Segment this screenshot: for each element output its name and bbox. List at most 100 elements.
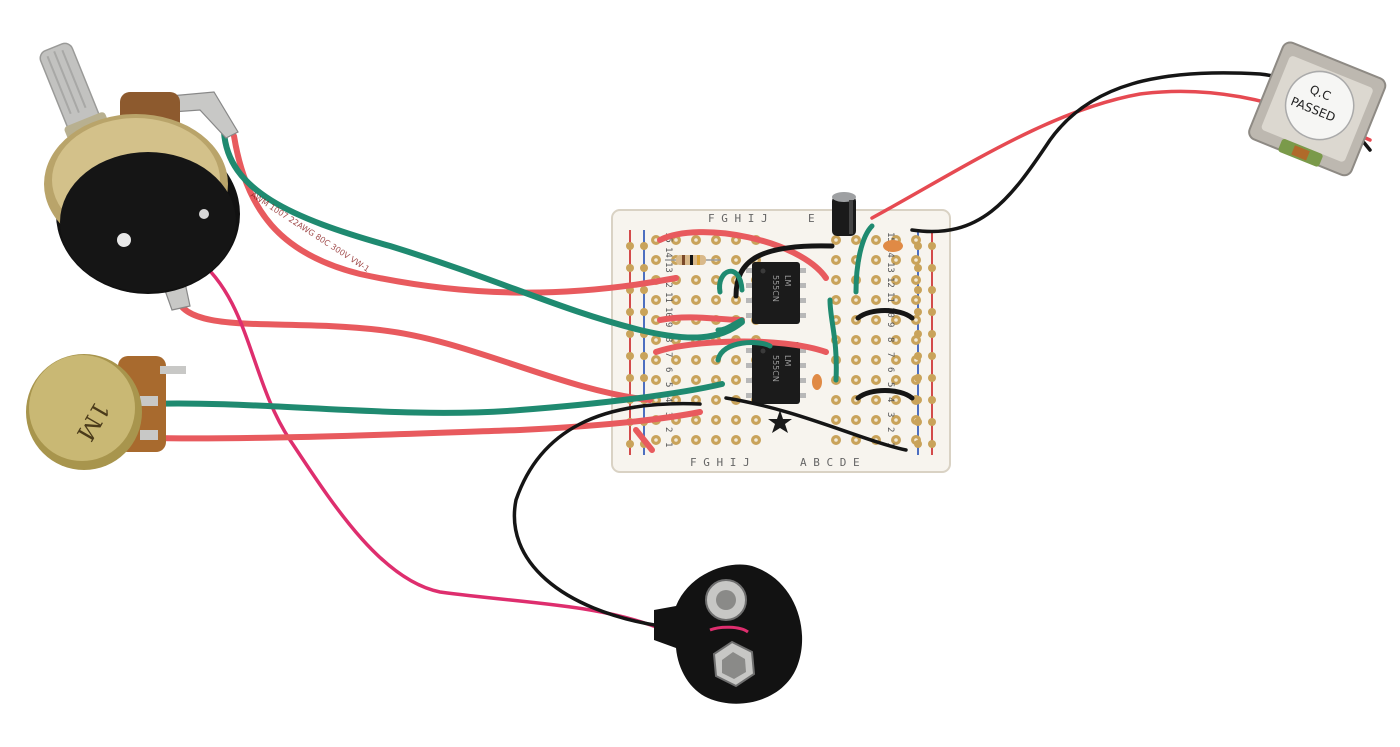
solder-pad-hole [854,238,858,242]
chip-pin [746,268,754,273]
chip-pin [798,393,806,398]
trim-wire-green [143,381,725,416]
rail-pad [640,352,648,360]
column-number: 2 [885,427,895,432]
solder-pad-hole [914,278,918,282]
solder-pad-hole [694,398,698,402]
battery-wire-black [512,401,702,628]
column-number: 5 [885,382,895,387]
solder-pad-hole [734,378,738,382]
solder-pad-hole [894,358,898,362]
rail-pad [914,330,922,338]
solder-pad-hole [714,298,718,302]
solder-pad-hole [654,318,658,322]
solder-pad-hole [754,418,758,422]
column-number: 6 [663,367,673,372]
row-letters-bottom-right: A B C D E [800,456,860,469]
resistor [665,255,720,265]
solder-pad-hole [854,438,858,442]
solder-pad-hole [914,298,918,302]
rail-pad [626,374,634,382]
solder-pad-hole [874,418,878,422]
solder-pad-hole [874,238,878,242]
column-number: 7 [663,352,673,357]
solder-pad-hole [714,438,718,442]
pot-wire-red-2 [173,293,653,403]
solder-pad-hole [894,378,898,382]
solder-pad-hole [894,318,898,322]
solder-pad-hole [654,438,658,442]
pot-wire-pink [194,256,666,632]
solder-pad-hole [914,258,918,262]
column-number: 8 [663,337,673,342]
battery-wire-black-2 [724,396,908,452]
solder-pad-hole [714,398,718,402]
solder-pad-hole [654,338,658,342]
solder-pad-hole [894,298,898,302]
rail-pad [914,374,922,382]
rail-pad [928,242,936,250]
rail-pad [626,264,634,272]
rail-pad [914,286,922,294]
jumper-red-3 [653,338,829,355]
row-letters-top-right: E [808,212,815,225]
chip-lower-marking-2: 555CN [771,355,780,382]
jumper-black-1 [733,243,835,299]
pot-wire-red-1 [231,133,679,296]
chip-upper-marking-2: 555CN [771,275,780,302]
solder-pad-hole [674,398,678,402]
solder-pad-hole [874,358,878,362]
solder-pad-hole [834,438,838,442]
rail-pad [928,330,936,338]
solder-pad-hole [714,378,718,382]
column-number: 1 [663,442,673,447]
chip-pin [798,298,806,303]
solder-pad-hole [894,278,898,282]
rail-pad [928,418,936,426]
trim-wire-red [143,409,703,442]
rail-pad [640,286,648,294]
rail-pad [626,330,634,338]
solder-pad-hole [694,358,698,362]
row-letters-bottom: F G H I J [690,456,750,469]
solder-pad-hole [894,438,898,442]
rail-pad [914,352,922,360]
solder-pad-hole [734,438,738,442]
solder-pad-hole [734,358,738,362]
chip-upper-marking-1: LM [783,275,792,286]
column-number: 6 [885,367,895,372]
column-number: 12 [885,277,895,288]
column-number: 8 [885,337,895,342]
solder-pad-hole [874,258,878,262]
column-number: 3 [885,412,895,417]
solder-pad-hole [654,378,658,382]
column-number: 7 [885,352,895,357]
rail-pad [640,374,648,382]
rotary-potentiometer [39,42,240,311]
solder-pad-hole [654,238,658,242]
solder-pad-hole [714,238,718,242]
chip-pin [798,313,806,318]
rail-pad [640,308,648,316]
chip-pin [746,283,754,288]
rail-pad [928,264,936,272]
solder-pad-hole [754,438,758,442]
rail-pad [928,286,936,294]
chip-pin [746,298,754,303]
solder-pad-hole [834,258,838,262]
jumper-green-3 [715,340,773,363]
solder-pad-hole [854,338,858,342]
solder-pad-hole [874,298,878,302]
column-number: 15 [885,232,895,243]
chip-pin [798,363,806,368]
solder-pad-hole [914,338,918,342]
rail-pad [914,308,922,316]
solder-pad-hole [874,278,878,282]
solder-pad-hole [674,298,678,302]
solder-pad-hole [894,338,898,342]
chip-lower-marking-1: LM [783,355,792,366]
rail-pad [928,440,936,448]
solder-pad-hole [654,258,658,262]
solder-pad-hole [854,358,858,362]
ceramic-capacitor [883,240,903,252]
